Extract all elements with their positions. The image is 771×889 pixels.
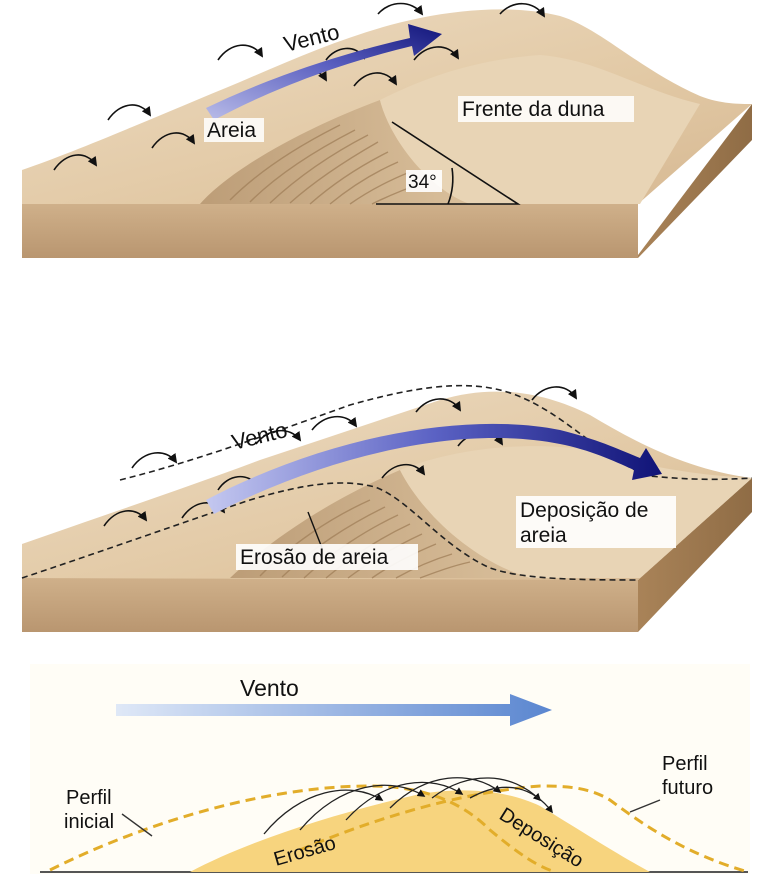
wind-label-bottom: Vento: [240, 675, 299, 701]
angle-label: 34°: [408, 172, 437, 193]
dune-front-label: Frente da duna: [462, 98, 605, 121]
wind-arrow-middle: [206, 423, 662, 514]
future-profile-label-line2: futuro: [662, 777, 713, 799]
deposition-label-middle-line2: areia: [520, 524, 567, 547]
sand-saltation-arrows-top: [53, 2, 546, 171]
top-dune-block: [22, 9, 752, 258]
sand-saltation-arrows-bottom: [263, 777, 553, 835]
wind-arrow-bottom: [116, 694, 552, 726]
sand-label-top: Areia: [207, 119, 256, 142]
erosion-label-middle: Erosão de areia: [240, 546, 389, 569]
future-profile-label-line1: Perfil: [662, 753, 708, 775]
sand-saltation-arrows-middle: [103, 386, 578, 527]
initial-profile-curve: [49, 784, 557, 874]
wind-label-middle: Vento: [229, 417, 290, 455]
bottom-profile-diagram: [30, 664, 750, 874]
wind-arrow-top: [206, 24, 442, 120]
initial-profile-label-line1: Perfil: [66, 787, 112, 809]
deposition-label-middle-line1: Deposição de: [520, 499, 648, 522]
future-profile-dashed-middle: [119, 384, 753, 481]
initial-profile-label-line2: inicial: [64, 811, 114, 833]
future-profile-curve: [299, 784, 749, 874]
